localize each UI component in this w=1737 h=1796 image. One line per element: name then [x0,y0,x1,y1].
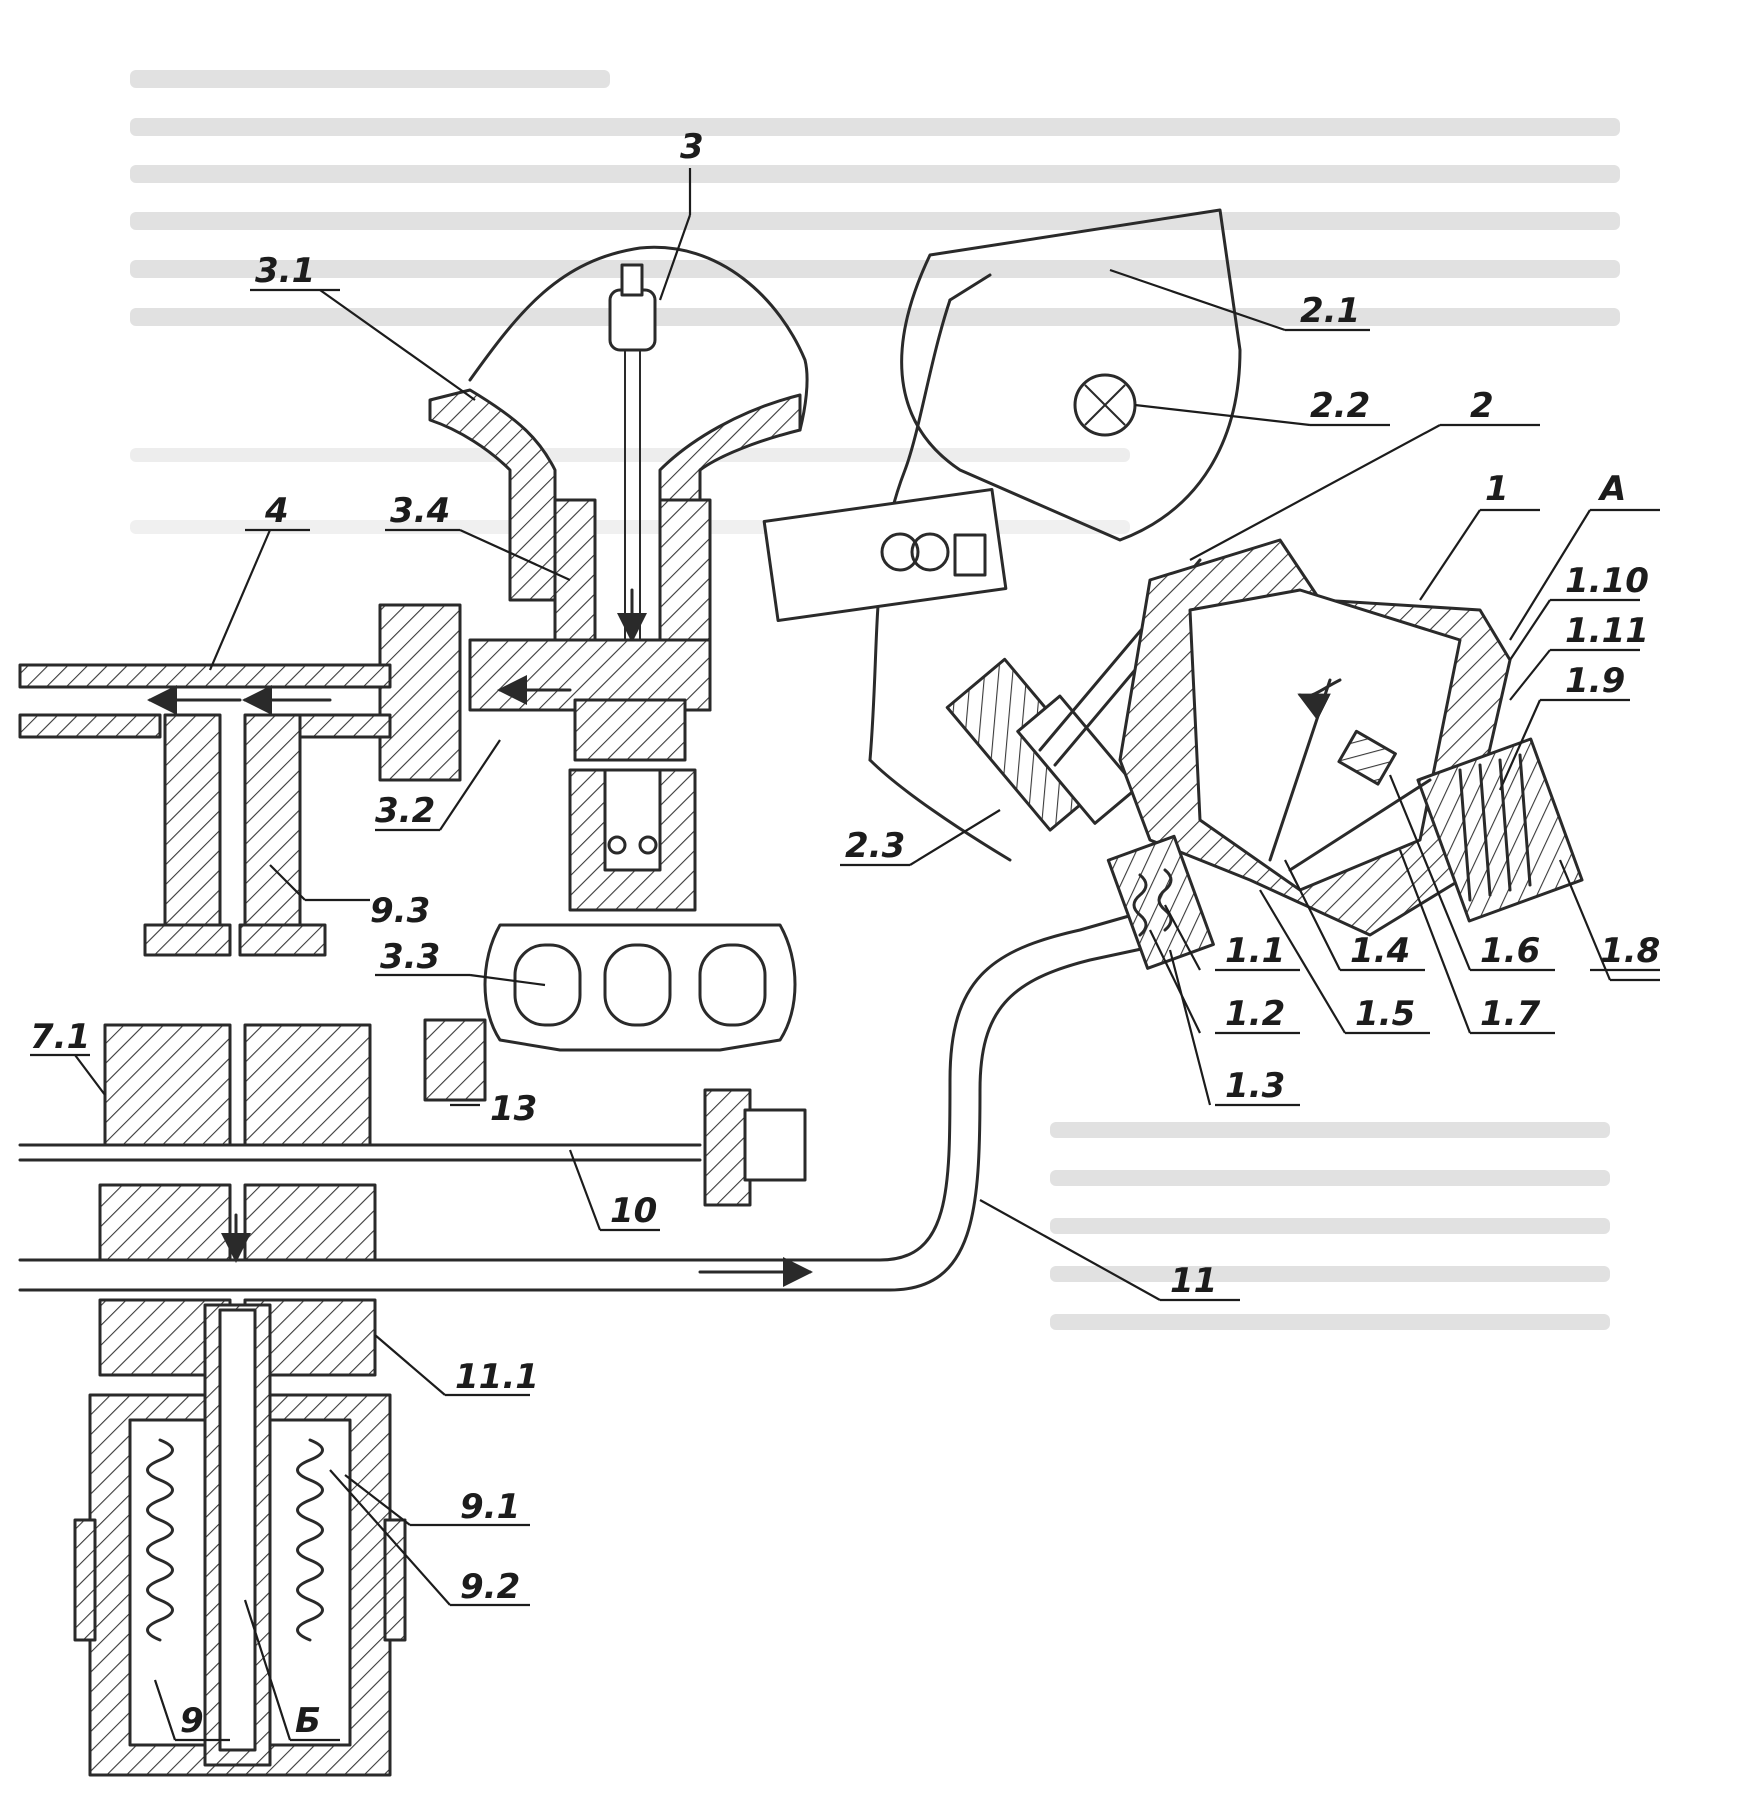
label-1-6: 1.6 [1480,931,1540,971]
label-3-2: 3.2 [375,791,435,831]
label-11-1: 11.1 [455,1357,539,1397]
label-9: 9 [180,1701,204,1741]
label-underlines [1149,774,1660,1107]
label-9-2: 9.2 [460,1567,520,1607]
label-1-11: 1.11 [1565,611,1649,651]
label-13: 13 [490,1089,537,1129]
label-1-3: 1.3 [1225,1066,1285,1106]
label-3-1: 3.1 [255,251,315,291]
label-1: 1 [1485,469,1509,509]
label-3-4: 3.4 [390,491,450,531]
head-strap-buckle [762,487,1008,623]
label-1-1: 1.1 [1225,931,1285,971]
label-1-8: 1.8 [1600,931,1660,971]
label-a: A [1597,469,1626,509]
label-9-1: 9.1 [460,1487,520,1527]
label-3: 3 [680,127,704,167]
cylinder-9 [73,1303,407,1777]
label-1-4: 1.4 [1350,931,1410,971]
label-1-9: 1.9 [1565,661,1625,701]
label-3-3: 3.3 [380,937,440,977]
callout-labels: 3 3.1 3.4 4 3.2 9.3 3.3 7.1 13 10 11 11.… [30,127,1660,1741]
pipe-10 [18,1018,807,1207]
label-1-2: 1.2 [1225,994,1285,1034]
label-10: 10 [610,1191,657,1231]
label-1-10: 1.10 [1565,561,1649,601]
label-7-1: 7.1 [30,1017,90,1057]
valve-body-3-2 [378,603,712,912]
tee-9-3 [143,713,327,957]
label-1-5: 1.5 [1355,994,1415,1034]
pipe-4 [18,663,392,739]
handwheel-3-3 [483,923,797,1052]
breathing-valve-1 [1106,538,1584,970]
label-11: 11 [1170,1261,1217,1301]
label-9-3: 9.3 [370,891,430,931]
distribution-block-7 [98,1023,377,1377]
leader-lines [30,168,1660,1742]
label-2: 2 [1470,386,1494,426]
label-2-1: 2.1 [1300,291,1360,331]
label-b: Б [295,1701,321,1741]
label-1-7: 1.7 [1480,994,1541,1034]
pipe-11 [18,908,1162,1292]
label-2-2: 2.2 [1310,386,1370,426]
label-2-3: 2.3 [845,826,905,866]
label-4: 4 [264,491,289,531]
